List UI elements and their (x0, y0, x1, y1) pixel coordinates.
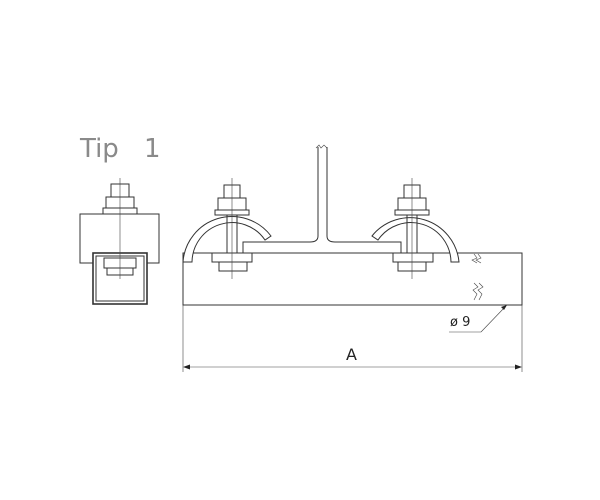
left-bolt (211, 178, 253, 279)
t-profile (242, 147, 402, 254)
title-number: 1 (144, 134, 161, 164)
title-tip: Tip (79, 134, 119, 164)
right-clamp (371, 217, 460, 263)
left-clamp (182, 216, 272, 263)
side-view (79, 178, 160, 305)
length-dimension-label: A (346, 345, 357, 364)
right-bolt (392, 178, 434, 279)
hole-diameter-label: ø 9 (450, 315, 470, 330)
main-view: A ø 9 (182, 144, 523, 372)
